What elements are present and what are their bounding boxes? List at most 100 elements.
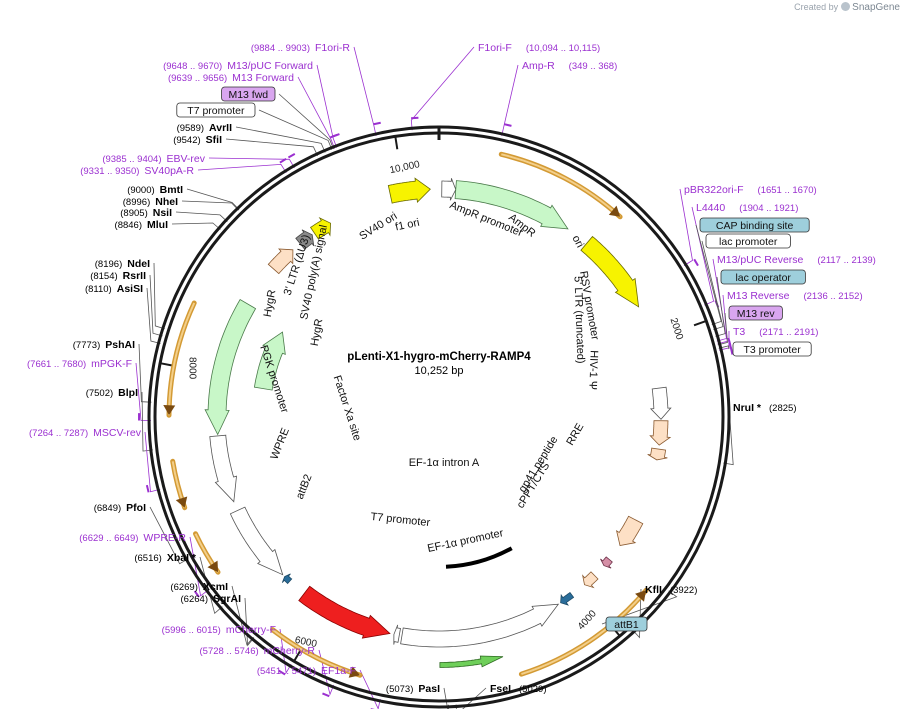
- site-name: WPRE-R: [143, 532, 186, 544]
- primer-site-mark: [322, 692, 330, 698]
- label-kfli-38: KflI(3922): [645, 584, 697, 596]
- site-coords: (5073): [386, 684, 413, 695]
- orf-track-core: [521, 589, 647, 676]
- feature-arrow: [229, 506, 284, 576]
- leader-line: [175, 211, 228, 222]
- site-coords: (10,094 .. 10,115): [526, 43, 600, 54]
- label-pasi-43: (5073)PasI: [386, 683, 440, 695]
- site-name: BlpI: [118, 387, 138, 399]
- site-coords: (8996): [123, 197, 150, 208]
- site-name: SfiI: [206, 134, 222, 146]
- feature-arrow: [454, 180, 569, 230]
- primer-site-mark: [193, 590, 200, 598]
- leader-line: [410, 46, 475, 131]
- label-xcmi-36: (6269)XcmI: [170, 581, 228, 593]
- feature-label-wpre: WPRE: [268, 426, 291, 461]
- feature-box-label: attB1: [614, 619, 639, 631]
- feature-label-hygr: HygR: [309, 318, 326, 347]
- label-pshai-28: (7773)PshAI: [73, 339, 135, 351]
- primer-site-mark: [287, 153, 296, 159]
- enzyme-label: (8154)RsrII: [90, 270, 146, 282]
- label-t3-promoter-24: T3 promoter: [732, 341, 812, 357]
- feature-arrow: [267, 248, 294, 275]
- feature-arrow: [560, 591, 575, 606]
- site-name: BmtI: [160, 184, 183, 196]
- leader-line: [149, 274, 163, 337]
- primer-site-mark: [728, 340, 732, 349]
- feature-arrow: [441, 178, 457, 201]
- tick-mark: [693, 319, 707, 327]
- feature-box: [699, 217, 810, 233]
- feature-label-ef-1-intron-a: EF-1α intron A: [409, 457, 480, 469]
- feature-arrow: [393, 624, 401, 645]
- site-name: M13/pUC Forward: [227, 60, 313, 72]
- label-avrii-7: (9589)AvrII: [177, 122, 233, 134]
- feature-label-sv40-ori: SV40 ori: [357, 210, 399, 243]
- site-coords: (7773): [73, 340, 100, 351]
- credit-brand: SnapGene: [852, 2, 900, 13]
- site-coords: (5451 .. 5471): [257, 666, 316, 677]
- intron-arc: [445, 546, 513, 569]
- label-rsrii-26: (8154)RsrII: [90, 270, 146, 282]
- site-name: L4440: [696, 202, 725, 214]
- primer-label: F1ori-F(10,094 .. 10,115): [478, 42, 600, 54]
- feature-arrow: [615, 515, 644, 546]
- feature-box-label: T3 promoter: [744, 344, 802, 356]
- orf-arrowhead: [635, 590, 647, 602]
- label-sv40pa-r-10: (9331 .. 9350)SV40pA-R: [80, 165, 194, 177]
- site-coords: (2825): [769, 403, 796, 414]
- site-coords: (8110): [85, 284, 112, 295]
- leader-line: [186, 188, 240, 210]
- site-name: RsrII: [123, 270, 146, 282]
- site-coords: (2136 .. 2152): [803, 291, 862, 302]
- leader-line: [197, 163, 287, 174]
- orf-track-core: [194, 533, 219, 573]
- primer-site-mark: [373, 121, 381, 126]
- feature-arrow: [204, 298, 257, 436]
- feature-arrow: [439, 655, 504, 668]
- enzyme-label: (8110)AsiSI: [85, 283, 143, 295]
- feature-label-ori: ori: [569, 233, 585, 249]
- primer-site-mark: [693, 258, 699, 267]
- feature-label-attb2: attB2: [294, 473, 315, 501]
- site-coords: (9000): [127, 185, 154, 196]
- orf-arrowhead: [207, 560, 219, 573]
- label-sfii-8: (9542) SfiI: [173, 134, 222, 146]
- site-name: EF1a-F: [321, 665, 356, 677]
- feature-arrow: [647, 447, 668, 461]
- primer-label: (5996 .. 6015)mCherry-F: [162, 624, 276, 636]
- feature-box-label: M13 fwd: [228, 89, 268, 101]
- site-name: M13/pUC Reverse: [717, 254, 804, 266]
- label-blpi-30: (7502) BlpI: [86, 387, 138, 399]
- enzyme-label: (6849)PfoI: [94, 502, 146, 514]
- site-coords: (9542): [173, 135, 200, 146]
- primer-site-mark: [411, 116, 419, 120]
- outer-labels: (9884 .. 9903)F1ori-R F1ori-F(10,094 .. 1…: [27, 42, 876, 695]
- site-coords: (5029): [519, 684, 546, 695]
- site-name: NsiI: [153, 207, 172, 219]
- primer-label: (9648 .. 9670)M13/pUC Forward: [163, 60, 313, 72]
- site-coords: (6516): [134, 553, 161, 564]
- feature-label-factor-xa-site: Factor Xa site: [331, 374, 363, 442]
- orf-track-core: [168, 302, 196, 416]
- feature-box: [176, 102, 256, 118]
- enzyme-label: (7502) BlpI: [86, 387, 138, 399]
- label-f1ori-r-0: (9884 .. 9903)F1ori-R: [251, 42, 351, 54]
- plasmid-name: pLenti-X1-hygro-mCherry-RAMP4: [347, 351, 531, 363]
- site-coords: (9331 .. 9350): [80, 166, 139, 177]
- orf-arrows: [163, 151, 649, 678]
- site-name: mPGK-F: [91, 358, 132, 370]
- feature-box-label: T7 promoter: [187, 105, 245, 117]
- tick-label: 10,000: [389, 159, 422, 176]
- site-name: pBR322ori-F: [684, 184, 744, 196]
- label-fsei-44: FseI(5029): [490, 683, 546, 695]
- site-name: PfoI: [126, 502, 146, 514]
- enzyme-label: KflI(3922): [645, 584, 697, 596]
- enzyme-label: (9542) SfiI: [173, 134, 222, 146]
- site-coords: (7502): [86, 388, 113, 399]
- leader-line: [225, 138, 318, 156]
- feature-label-f1-ori: f1 ori: [394, 217, 420, 234]
- label-nsii-13: (8905)NsiI: [120, 207, 172, 219]
